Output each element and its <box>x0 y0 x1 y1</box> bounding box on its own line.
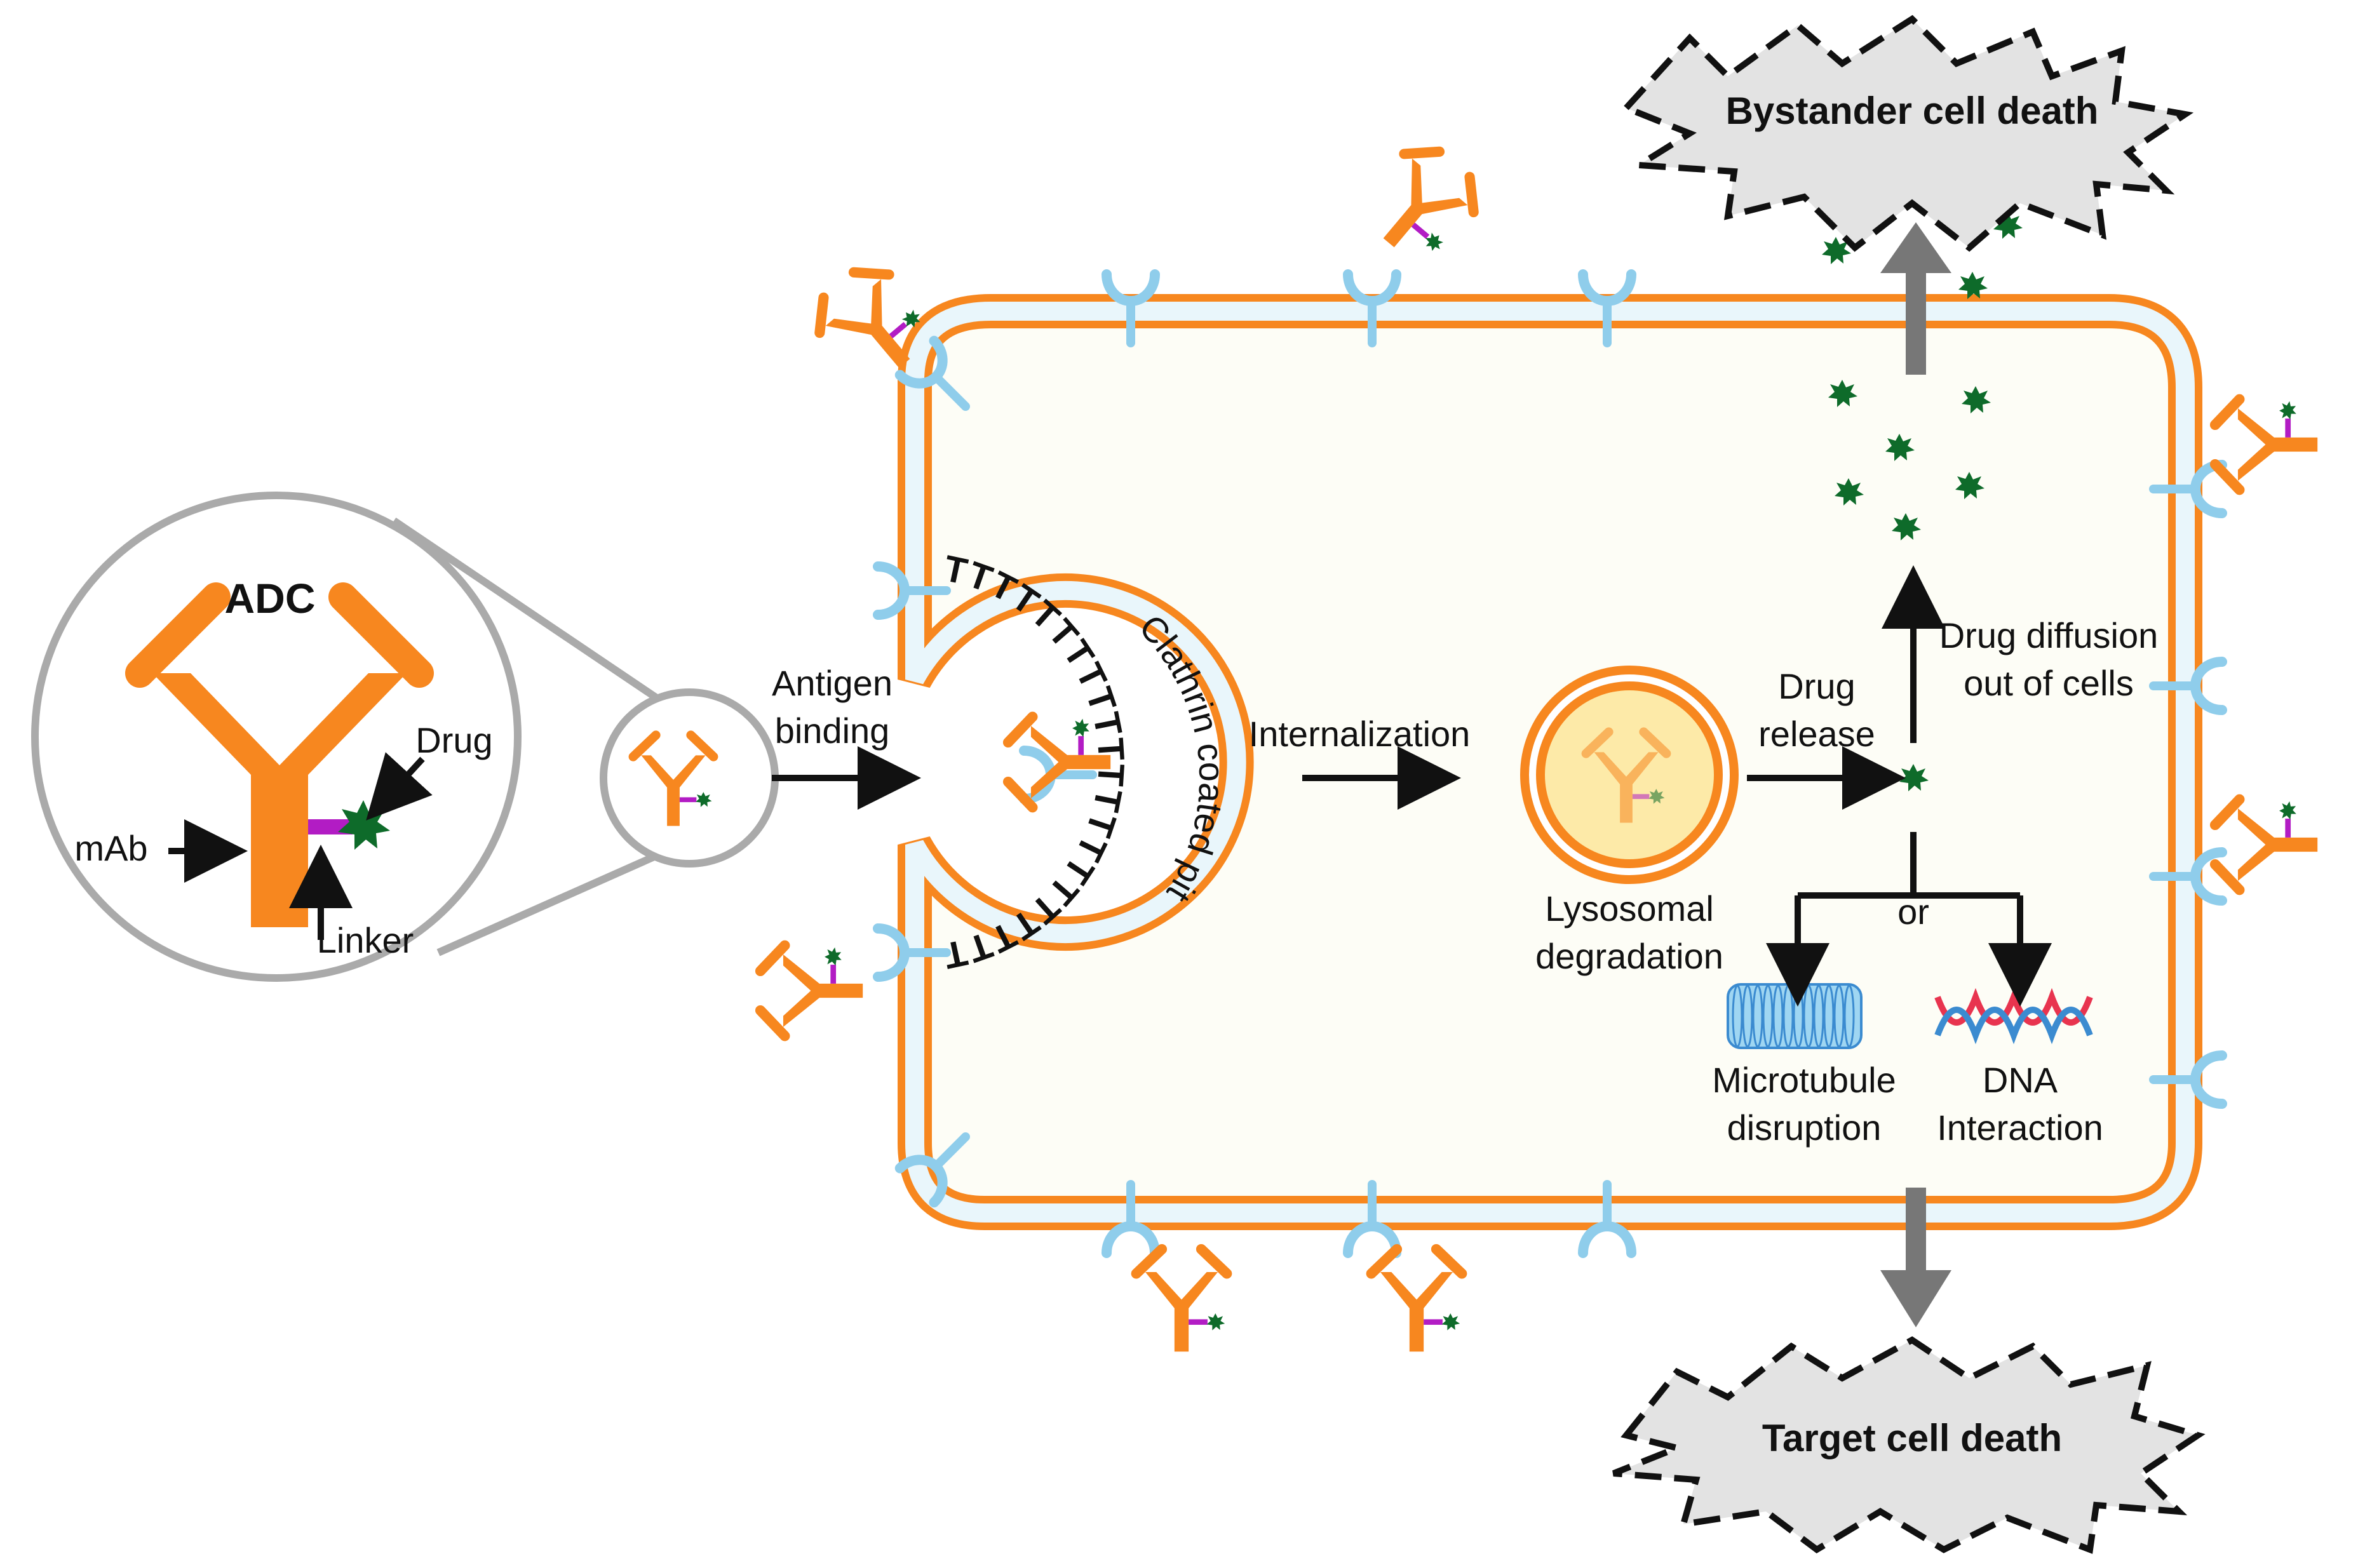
label-lyso-1: Lysosomal <box>1545 888 1714 928</box>
arrow-to-bystander <box>1880 222 1951 273</box>
label-micro-1: Microtubule <box>1712 1060 1896 1100</box>
adc-right-1 <box>2215 399 2317 490</box>
microtubule-icon <box>1727 983 1863 1049</box>
adc-bottom-1 <box>1136 1249 1227 1351</box>
bystander-burst <box>1620 15 2194 252</box>
adc-zoom-inset <box>31 492 779 982</box>
zoom-circle-small <box>600 688 779 868</box>
microtubule-ring <box>1742 984 1753 1048</box>
death-arrows <box>1880 222 1951 1327</box>
label-lyso-2: degradation <box>1535 936 1723 976</box>
microtubule-ring <box>1843 984 1855 1048</box>
label-dna-2: Interaction <box>1937 1108 2103 1148</box>
label-linker: Linker <box>317 920 414 960</box>
label-mab: mAb <box>74 828 147 868</box>
label-antigen-1: Antigen <box>772 663 893 703</box>
target-burst <box>1612 1336 2206 1554</box>
zoom-circle-large <box>31 492 522 982</box>
label-or: or <box>1897 892 1929 932</box>
label-diffusion-1: Drug diffusion <box>1939 615 2159 655</box>
lysosome <box>1520 666 1739 884</box>
adc-large <box>125 582 434 927</box>
label-release-1: Drug <box>1778 666 1855 706</box>
label-antigen-2: binding <box>775 711 890 751</box>
adc-right-2 <box>2215 800 2317 890</box>
microtubule-ring <box>1732 984 1743 1048</box>
labels: ADC Drug mAb Linker Antigen binding Inte… <box>74 90 2158 1459</box>
microtubule-ring <box>1752 984 1763 1048</box>
arrow-to-target <box>1880 1270 1951 1327</box>
label-micro-2: disruption <box>1727 1108 1882 1148</box>
label-dna-1: DNA <box>1983 1060 2058 1100</box>
process-arrows <box>168 565 2052 1007</box>
label-internalization: Internalization <box>1249 714 1471 754</box>
adc-bottom-2 <box>1371 1249 1462 1351</box>
branch-lines <box>1795 832 2023 959</box>
microtubule-ring <box>1833 984 1845 1048</box>
label-adc: ADC <box>225 575 316 622</box>
adc-left <box>760 946 863 1036</box>
label-release-2: release <box>1758 714 1875 754</box>
label-drug: Drug <box>415 720 492 760</box>
label-bystander: Bystander cell death <box>1726 90 2099 132</box>
label-target: Target cell death <box>1762 1417 2062 1459</box>
arrow-drug <box>366 752 433 821</box>
label-diffusion-2: out of cells <box>1964 663 2134 703</box>
adc-top <box>1354 135 1490 272</box>
